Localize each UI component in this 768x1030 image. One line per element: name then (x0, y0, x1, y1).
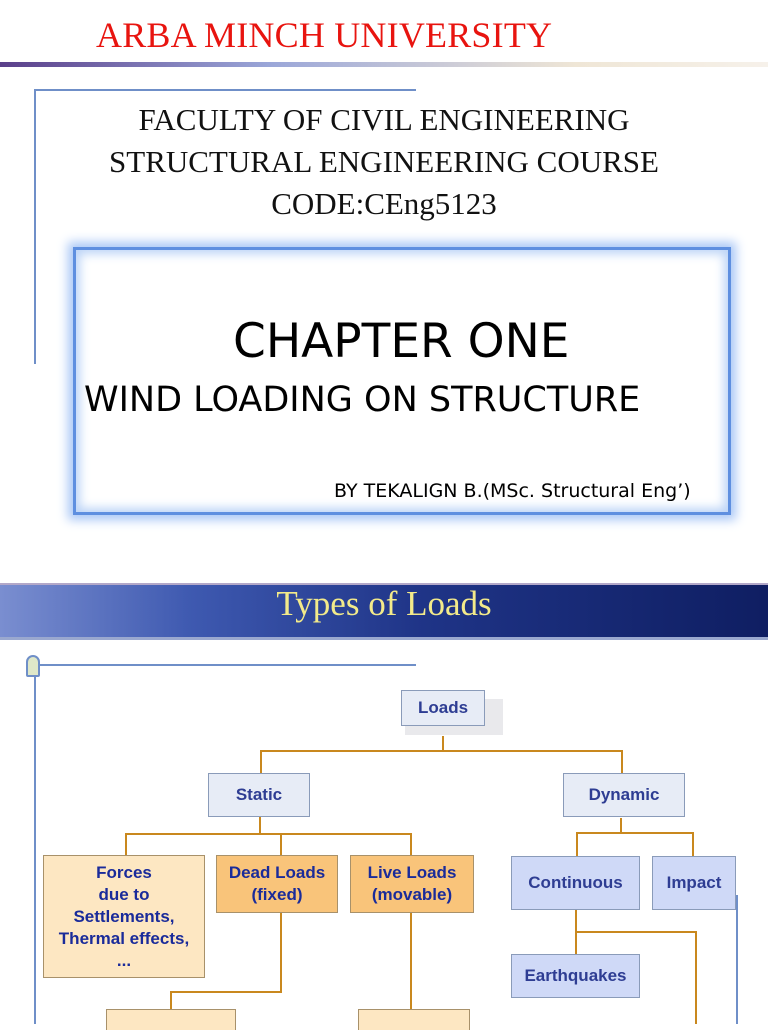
connector (620, 818, 622, 833)
connector (170, 991, 172, 1024)
connector (576, 832, 694, 834)
corner-line-horizontal (34, 89, 416, 91)
connector (576, 832, 578, 856)
connector (125, 833, 127, 855)
node-continuous: Continuous (511, 856, 640, 910)
clipped-node (106, 1009, 236, 1030)
connector (442, 736, 444, 751)
node-live-loads: Live Loads (movable) (350, 855, 474, 913)
corner-line-horizontal (34, 664, 416, 666)
chapter-subtitle: WIND LOADING ON STRUCTURE (84, 380, 641, 420)
header-rule (0, 62, 768, 67)
faculty-line: FACULTY OF CIVIL ENGINEERING (138, 102, 630, 137)
author-line: BY TEKALIGN B.(MSc. Structural Eng’) (334, 480, 691, 502)
slide-title: Types of Loads (276, 584, 492, 623)
connector (125, 833, 412, 835)
chapter-title: CHAPTER ONE (233, 314, 570, 369)
node-dynamic: Dynamic (563, 773, 685, 817)
types-of-loads-slide: Types of Loads Loads Static Dynamic Forc… (0, 575, 768, 1030)
connector (695, 931, 697, 1024)
connector (692, 832, 694, 856)
chapter-frame (73, 247, 731, 515)
connector (280, 908, 282, 992)
clipped-node (358, 1009, 470, 1030)
connector (260, 750, 622, 752)
connector (410, 833, 412, 855)
node-dead-loads: Dead Loads (fixed) (216, 855, 338, 913)
node-static: Static (208, 773, 310, 817)
bullet-icon (26, 655, 40, 677)
connector (259, 817, 261, 834)
title-slide: ARBA MINCH UNIVERSITY FACULTY OF CIVIL E… (0, 15, 768, 515)
connector (621, 750, 623, 773)
node-impact: Impact (652, 856, 736, 910)
connector (410, 908, 412, 1024)
node-earthquakes: Earthquakes (511, 954, 640, 998)
connector (280, 833, 282, 855)
university-name: ARBA MINCH UNIVERSITY (96, 15, 553, 55)
title-banner (0, 583, 768, 640)
corner-line-vertical (34, 89, 36, 364)
corner-line-vertical (34, 664, 36, 1024)
connector (170, 991, 282, 993)
course-line: STRUCTURAL ENGINEERING COURSE (109, 144, 659, 179)
node-settlement-thermal: Forces due to Settlements, Thermal effec… (43, 855, 205, 978)
connector (260, 750, 262, 773)
node-loads: Loads (401, 690, 485, 726)
course-code: CODE:CEng5123 (271, 186, 497, 221)
connector (575, 931, 697, 933)
right-edge-line (736, 895, 738, 1024)
